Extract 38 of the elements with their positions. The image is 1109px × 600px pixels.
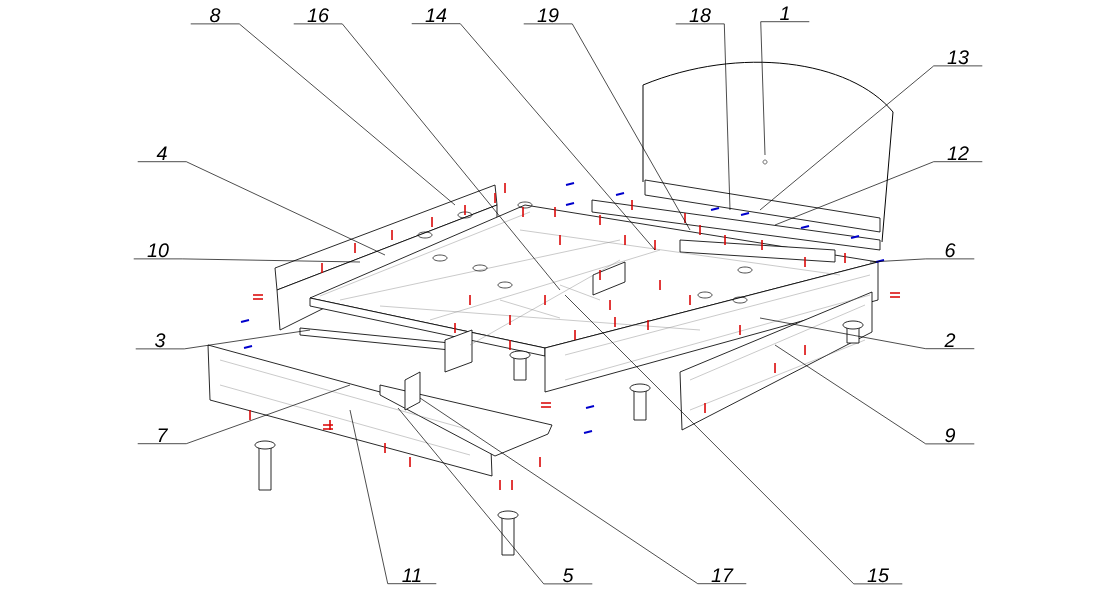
leader-line — [564, 294, 903, 585]
callout-number: 19 — [537, 8, 559, 23]
leader-line — [190, 23, 456, 206]
leader-line — [137, 384, 351, 445]
leader-line — [774, 161, 983, 226]
callout-number: 9 — [945, 428, 956, 443]
callout-number: 18 — [689, 8, 711, 23]
leader-line — [411, 23, 656, 251]
leader-line — [137, 161, 386, 256]
leader-line — [774, 344, 975, 445]
leader-line — [349, 409, 437, 585]
leader-line — [760, 21, 810, 156]
leader-line — [869, 258, 975, 263]
leader-line — [523, 23, 691, 231]
callout-number: 11 — [402, 568, 421, 582]
callout-number: 8 — [210, 8, 221, 23]
callout-number: 13 — [947, 50, 969, 65]
leader-line — [419, 397, 747, 585]
callout-number: 2 — [944, 333, 956, 347]
leader-line — [135, 329, 311, 350]
callout-number: 3 — [155, 333, 166, 348]
callout-number: 4 — [156, 146, 167, 160]
callout-number: 10 — [147, 243, 169, 258]
leader-line — [759, 317, 975, 350]
leader-line — [675, 23, 731, 211]
callout-number: 16 — [307, 8, 329, 23]
callout-number: 17 — [711, 568, 734, 582]
leader-line — [133, 258, 361, 263]
callout-number: 12 — [947, 146, 969, 160]
leader-line — [397, 407, 593, 585]
callout-number: 7 — [158, 428, 169, 442]
callout-number: 15 — [867, 568, 889, 583]
leader-line — [759, 65, 983, 211]
leader-line — [293, 23, 561, 291]
callout-number: 6 — [945, 243, 956, 258]
callout-number: 14 — [425, 8, 447, 22]
callout-number: 1 — [780, 6, 789, 20]
callout-number: 5 — [563, 568, 574, 583]
